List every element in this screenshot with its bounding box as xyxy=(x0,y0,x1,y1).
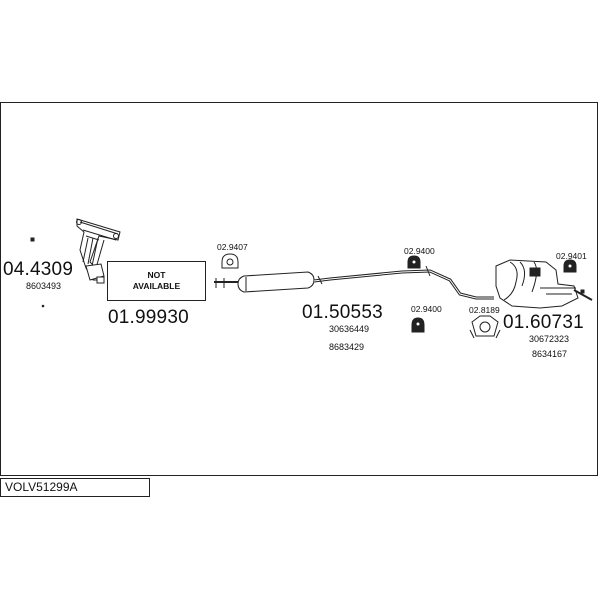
rear-silencer-drawing xyxy=(495,259,593,309)
marker-square-left xyxy=(30,237,35,242)
part-number-not-available: 01.99930 xyxy=(108,307,189,328)
part-number-hanger-rear: 02.9401 xyxy=(556,251,587,261)
middle-silencer-drawing xyxy=(214,265,494,300)
ref1-middle-silencer: 30636449 xyxy=(329,324,370,334)
not-available-line1: NOT xyxy=(147,270,166,280)
exhaust-manifold-drawing xyxy=(76,218,121,284)
part-number-hanger-upper: 02.9400 xyxy=(404,246,435,256)
diagram-code: VOLV51299A xyxy=(5,480,78,494)
marker-dot xyxy=(41,304,45,308)
part-number-hanger-lower: 02.9400 xyxy=(411,304,442,314)
ref1-rear-silencer: 30672323 xyxy=(529,334,570,344)
diagram-frame xyxy=(0,102,598,476)
not-available-box: NOT AVAILABLE xyxy=(107,261,206,301)
part-number-gasket-ring: 02.8189 xyxy=(469,305,500,315)
clamp-front-drawing xyxy=(221,253,239,269)
hanger-lower-drawing xyxy=(411,317,425,333)
gasket-ring-drawing xyxy=(469,315,501,339)
part-number-rear-silencer: 01.60731 xyxy=(503,312,584,333)
marker-square-right xyxy=(580,289,585,294)
hanger-upper-drawing xyxy=(407,255,421,269)
not-available-line2: AVAILABLE xyxy=(132,281,181,291)
ref2-middle-silencer: 8683429 xyxy=(329,342,365,352)
part-number-manifold: 04.4309 xyxy=(3,259,74,280)
diagram-code-box: VOLV51299A xyxy=(0,478,150,497)
ref-manifold: 8603493 xyxy=(26,281,62,291)
ref2-rear-silencer: 8634167 xyxy=(532,349,568,359)
part-number-clamp-front: 02.9407 xyxy=(217,242,248,252)
hanger-rear-drawing xyxy=(563,259,577,273)
part-number-middle-silencer: 01.50553 xyxy=(302,302,383,323)
